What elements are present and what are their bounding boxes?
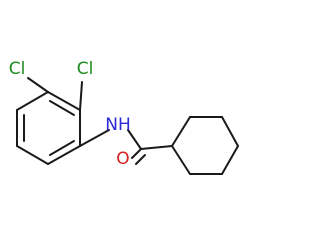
bond-c2-cl2 [79,81,83,111]
bond-c7-o-double [135,154,146,165]
bond-c6-c1 [16,91,49,111]
benzene-ring [16,91,81,165]
bond-c1-c2 [47,91,81,111]
bond-c3-n [79,129,110,147]
molecule-structure: Cl Cl NH O [9,59,239,175]
bond-c7-o [131,148,142,159]
bond-c1-cl1 [27,77,49,93]
bond-c11-c12 [221,145,239,175]
chlorine-atom-label: Cl [9,59,26,79]
bond-c4-c5 [16,145,49,165]
bond-n-c7 [127,129,142,150]
bond-c10-c11 [221,116,239,147]
bond-c8-c9 [171,116,191,147]
chlorine-atom-label: Cl [77,59,94,79]
bond-c3-c4-inner [49,140,75,156]
carbonyl-oxygen-label: O [116,149,129,169]
cyclohexane-ring [171,116,239,175]
amide-nitrogen-label: NH [105,115,131,135]
bond-c3-c4 [47,145,81,165]
bond-c13-c8 [171,145,191,175]
bond-c1-c2-inner [49,100,75,116]
bond-c7-c8 [140,145,173,150]
